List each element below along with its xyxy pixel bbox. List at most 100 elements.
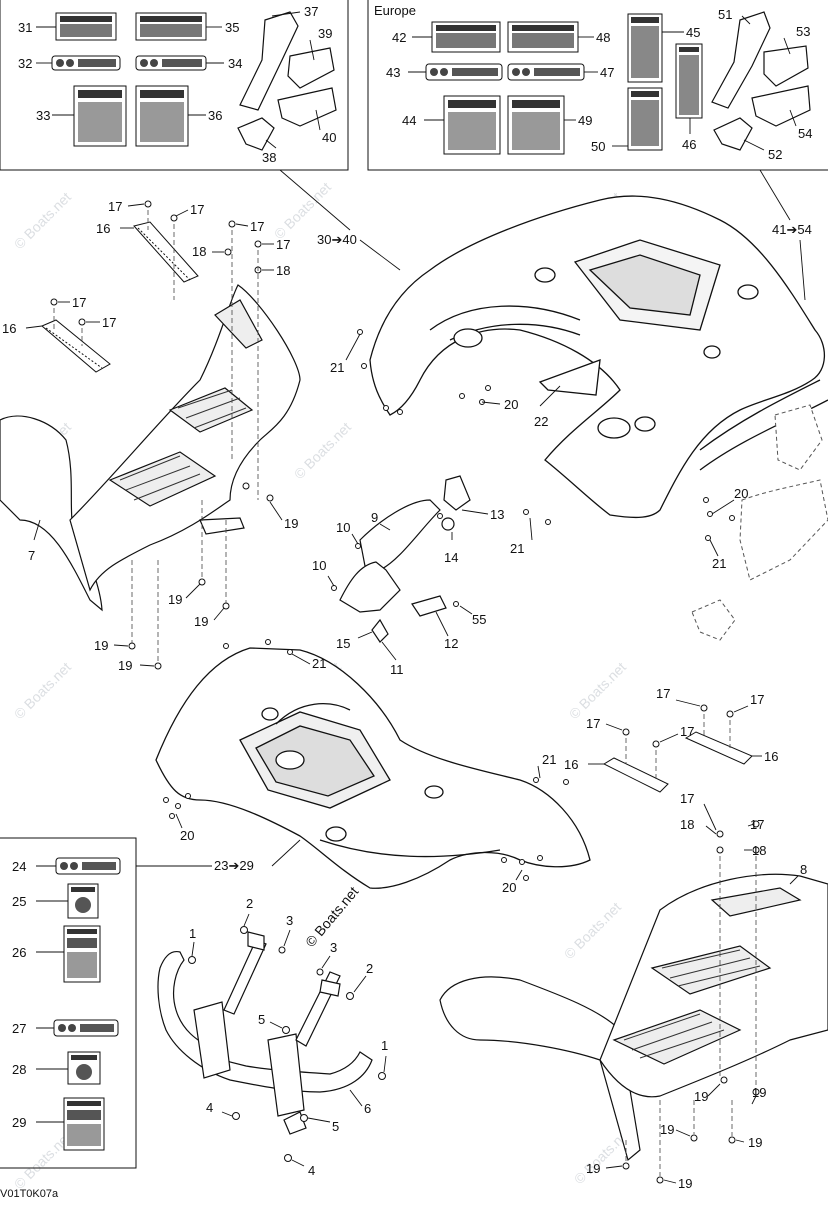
callout-24: 24	[12, 859, 26, 874]
callout-47: 47	[600, 65, 614, 80]
leaders-rear-fender	[345, 333, 735, 557]
callout-21: 21	[330, 360, 344, 375]
callout-48: 48	[596, 30, 610, 45]
callouts-right-box: 42 48 43 47 44 49 45 50 46 51 53 54 52	[386, 7, 812, 162]
callout-42: 42	[392, 30, 406, 45]
callout-11: 11	[390, 662, 404, 677]
guard-panels-left	[237, 11, 337, 151]
callout-32: 32	[18, 56, 32, 71]
range-41-54: 41➔54	[772, 222, 812, 237]
range-pointer-23-29	[136, 839, 301, 867]
callout-37: 37	[304, 4, 318, 19]
callout-21: 21	[312, 656, 326, 671]
callout-22: 22	[534, 414, 548, 429]
callout-34: 34	[228, 56, 242, 71]
callout-20: 20	[734, 486, 748, 501]
callout-3: 3	[330, 940, 337, 955]
callout-1: 1	[381, 1038, 388, 1053]
screws-right-footrest	[622, 704, 760, 1184]
callout-50: 50	[591, 139, 605, 154]
leaders-bottom-box	[36, 865, 68, 1123]
guard-panels-right	[711, 11, 811, 151]
callouts-left-box: 31 35 32 34 33 36 37 39 40 38	[18, 4, 336, 165]
callout-5: 5	[332, 1119, 339, 1134]
callout-16: 16	[2, 321, 16, 336]
decal-box-right	[367, 0, 828, 171]
callout-13: 13	[490, 507, 504, 522]
left-footrest	[0, 284, 301, 612]
footrest-treads-right	[623, 949, 761, 1059]
leaders-bracket	[327, 509, 489, 661]
callout-28: 28	[12, 1062, 26, 1077]
callout-19: 19	[194, 614, 208, 629]
callout-51: 51	[718, 7, 732, 22]
callout-44: 44	[402, 113, 416, 128]
callout-17: 17	[250, 219, 264, 234]
watermark: © Boats.net	[11, 189, 74, 252]
callout-14: 14	[444, 550, 458, 565]
watermark: © Boats.net	[11, 659, 74, 722]
leaders-front-fender	[175, 653, 541, 881]
right-footrest	[439, 873, 828, 1162]
leaders-left-footrest	[25, 203, 283, 667]
callout-6: 6	[364, 1101, 371, 1116]
callout-17: 17	[750, 692, 764, 707]
dashed-guides-left	[53, 210, 259, 664]
callout-19: 19	[748, 1135, 762, 1150]
callout-17: 17	[102, 315, 116, 330]
range-pointers	[279, 169, 806, 301]
callout-18: 18	[752, 843, 766, 858]
callout-31: 31	[18, 20, 32, 35]
front-fender-screws	[163, 639, 569, 881]
rear-fender	[369, 195, 828, 519]
callout-20: 20	[180, 828, 194, 843]
watermark: © Boats.net	[566, 659, 629, 722]
callout-26: 26	[12, 945, 26, 960]
leader-lines-right-box	[408, 15, 797, 151]
callout-17: 17	[586, 716, 600, 731]
callout-17: 17	[108, 199, 122, 214]
callout-19: 19	[284, 516, 298, 531]
decal-box-bottom	[0, 837, 137, 1169]
callout-19: 19	[752, 1085, 766, 1100]
decal-box-left	[0, 0, 349, 171]
range-30-40: 30➔40	[317, 232, 357, 247]
callout-17: 17	[276, 237, 290, 252]
callout-10: 10	[336, 520, 350, 535]
callout-8: 8	[800, 862, 807, 877]
callout-18: 18	[680, 817, 694, 832]
callout-17: 17	[72, 295, 86, 310]
front-fender	[155, 647, 591, 889]
callout-27: 27	[12, 1021, 26, 1036]
callout-19: 19	[94, 638, 108, 653]
callout-5: 5	[258, 1012, 265, 1027]
screws-left-footrest	[50, 200, 274, 670]
callout-21: 21	[510, 541, 524, 556]
leaders-right-footrest	[588, 699, 799, 1184]
callout-12: 12	[444, 636, 458, 651]
callout-17: 17	[190, 202, 204, 217]
callout-29: 29	[12, 1115, 26, 1130]
callout-18: 18	[192, 244, 206, 259]
decal-set-left	[51, 12, 207, 147]
callout-1: 1	[189, 926, 196, 941]
callout-7: 7	[28, 548, 35, 563]
callout-19: 19	[586, 1161, 600, 1176]
callout-52: 52	[768, 147, 782, 162]
callout-54: 54	[798, 126, 812, 141]
callout-21: 21	[542, 752, 556, 767]
callout-18: 18	[276, 263, 290, 278]
callout-35: 35	[225, 20, 239, 35]
callout-4: 4	[206, 1100, 213, 1115]
decal-set-bottom	[53, 857, 121, 1151]
callout-49: 49	[578, 113, 592, 128]
callout-10: 10	[312, 558, 326, 573]
leaders-bumper	[191, 913, 387, 1167]
figure-code: V01T0K07a	[0, 1188, 59, 1200]
callout-17: 17	[656, 686, 670, 701]
dashed-guides-right	[625, 714, 757, 1176]
callout-3: 3	[286, 913, 293, 928]
callouts-front-fender: 21 20 21 20	[180, 656, 556, 895]
